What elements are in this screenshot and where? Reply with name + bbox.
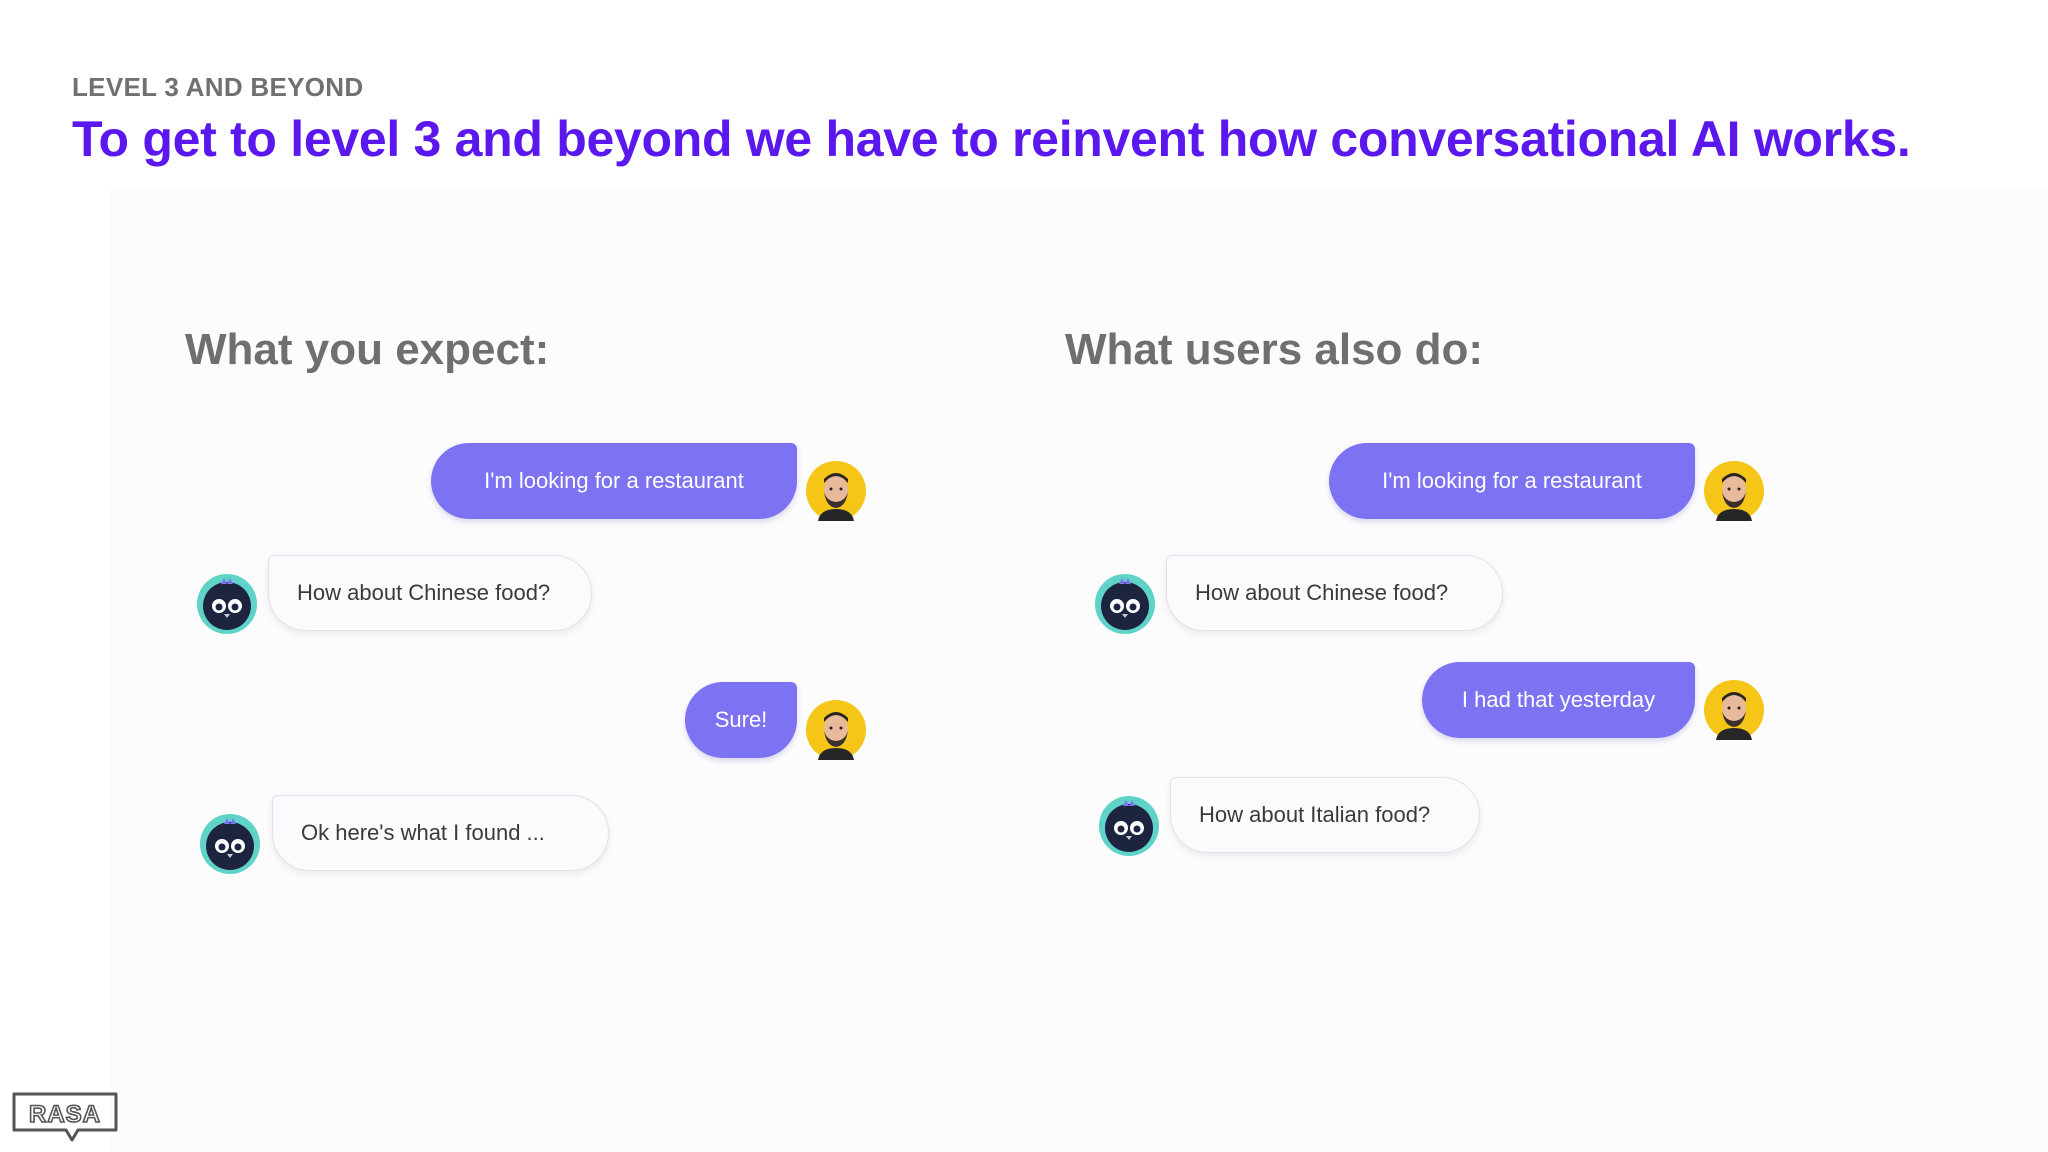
right-user-message-2: I had that yesterday bbox=[1422, 662, 1695, 738]
bot-avatar-icon bbox=[1095, 574, 1155, 634]
left-bot-message-2: Ok here's what I found ... bbox=[272, 795, 609, 871]
slide-headline: To get to level 3 and beyond we have to … bbox=[72, 111, 1911, 167]
user-avatar-icon bbox=[1704, 680, 1764, 740]
bot-avatar-icon bbox=[197, 574, 257, 634]
right-user-message-1: I'm looking for a restaurant bbox=[1329, 443, 1695, 519]
right-bot-message-1: How about Chinese food? bbox=[1166, 555, 1503, 631]
svg-text:RASA: RASA bbox=[29, 1101, 101, 1128]
user-avatar-icon bbox=[1704, 461, 1764, 521]
right-panel-title: What users also do: bbox=[1065, 325, 1484, 374]
left-panel-title: What you expect: bbox=[185, 325, 550, 374]
left-user-message-2: Sure! bbox=[685, 682, 797, 758]
bot-avatar-icon bbox=[200, 814, 260, 874]
bot-avatar-icon bbox=[1099, 796, 1159, 856]
right-bot-message-2: How about Italian food? bbox=[1170, 777, 1480, 853]
user-avatar-icon bbox=[806, 461, 866, 521]
user-avatar-icon bbox=[806, 700, 866, 760]
left-bot-message-1: How about Chinese food? bbox=[268, 555, 592, 631]
slide-background bbox=[110, 190, 2048, 1152]
section-eyebrow: LEVEL 3 AND BEYOND bbox=[72, 72, 364, 102]
rasa-logo: RASA bbox=[12, 1092, 118, 1147]
left-user-message-1: I'm looking for a restaurant bbox=[431, 443, 797, 519]
